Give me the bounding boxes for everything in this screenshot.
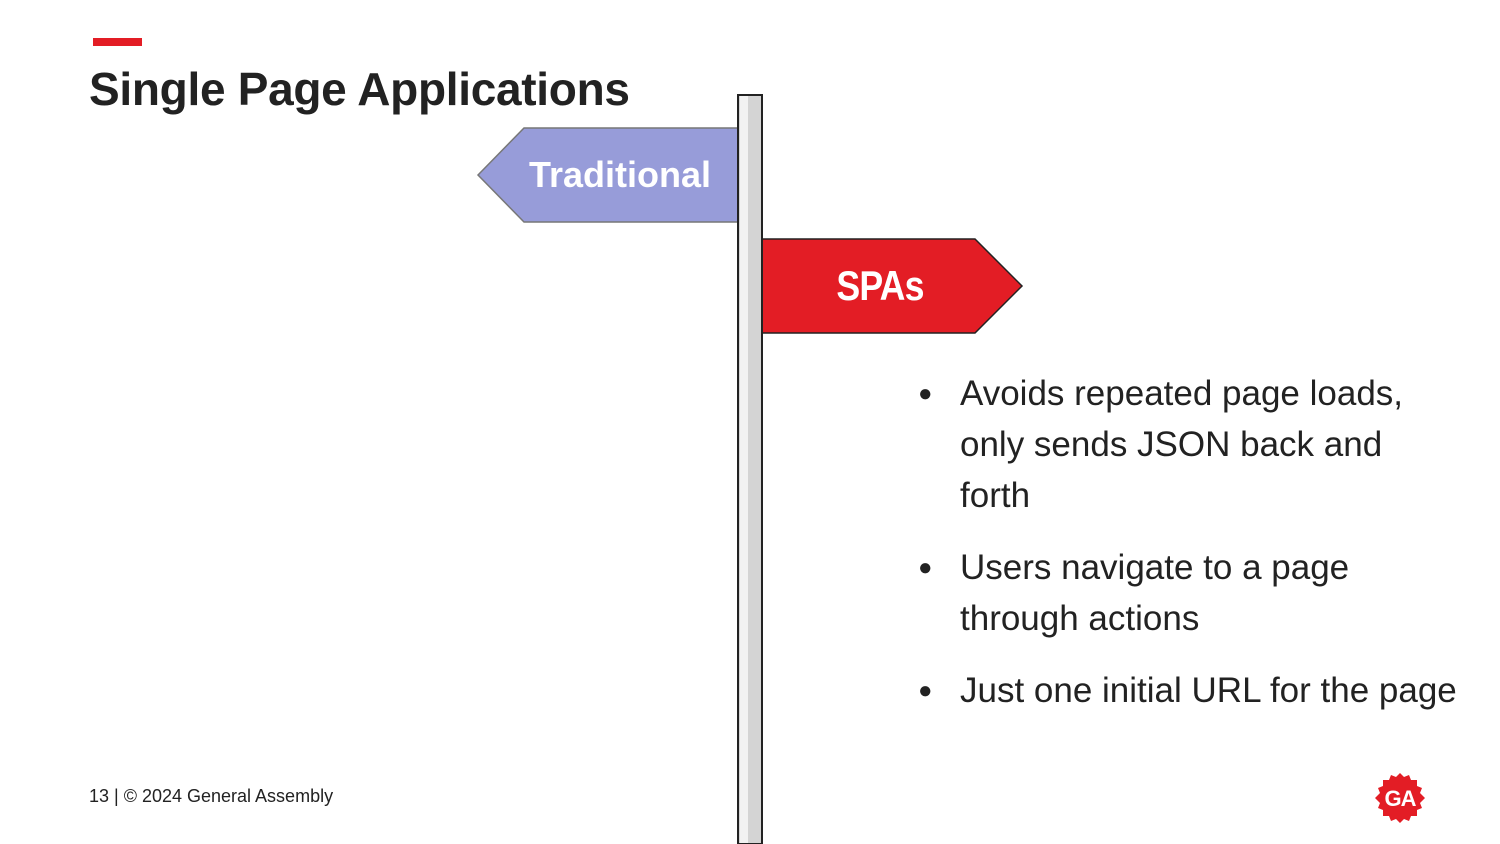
list-item: ● Users navigate to a page through action…	[918, 542, 1458, 644]
list-item: ● Just one initial URL for the page	[918, 665, 1458, 716]
bullet-dot-icon: ●	[918, 380, 933, 407]
general-assembly-logo-icon: GA	[1375, 773, 1425, 823]
accent-bar	[93, 38, 142, 46]
slide-footer: 13 | © 2024 General Assembly	[89, 786, 334, 806]
list-item: ● Avoids repeated page loads, only sends …	[918, 368, 1458, 521]
logo-text: GA	[1385, 786, 1417, 811]
signpost-pole-highlight	[740, 96, 748, 843]
sign-traditional-label: Traditional	[528, 154, 712, 195]
sign-spas-label: SPAs	[836, 262, 924, 309]
page-title: Single Page Applications	[89, 63, 630, 115]
bullet-dot-icon: ●	[918, 677, 933, 704]
bullet-dot-icon: ●	[918, 554, 933, 581]
bullet-list: ● Avoids repeated page loads, only sends …	[918, 368, 1458, 737]
bullet-text: Just one initial URL for the page	[960, 671, 1457, 710]
bullet-text: Avoids repeated page loads, only sends J…	[960, 374, 1404, 515]
bullet-text: Users navigate to a page through actions	[960, 548, 1350, 638]
logo-badge	[1375, 773, 1425, 823]
